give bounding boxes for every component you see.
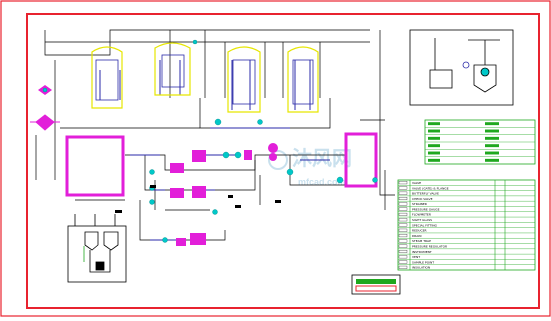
pump-3b	[176, 238, 186, 246]
notes-table-symbol	[398, 223, 408, 227]
notes-table-row: CHECK VALVE	[412, 197, 433, 201]
notes-table-symbol	[398, 228, 408, 232]
storage-tank-left	[65, 135, 125, 197]
vessel-1	[91, 46, 123, 109]
notes-table-row: SPECIAL FITTING	[412, 223, 438, 227]
vessel-2	[154, 42, 191, 96]
notes-table-row: INSTRUMENT	[412, 250, 432, 254]
notes-table-row: SIGHT GLASS	[412, 218, 432, 222]
vessel-4	[287, 46, 319, 113]
notes-table-row: PRESSURE REGULATOR	[412, 245, 447, 249]
legend-swatch-right	[485, 129, 499, 133]
notes-table-row: FLOWMETER	[412, 213, 431, 217]
legend-block	[424, 119, 536, 165]
cross-filter	[30, 114, 60, 131]
magenta-equipment	[30, 85, 378, 246]
notes-table-row: STEAM TRAP	[412, 239, 431, 243]
notes-table-row: SAMPLE POINT	[412, 260, 434, 264]
notes-table-row: INSULATION	[412, 266, 430, 270]
notes-table-symbol	[398, 197, 408, 201]
notes-table-row: VALVE (GATE) & FLANGE	[412, 186, 449, 190]
inner-border	[26, 13, 540, 309]
notes-table-row: DRAIN	[412, 234, 421, 238]
legend-swatch-right	[485, 136, 499, 140]
notes-table-symbol	[398, 207, 408, 211]
storage-tank-right	[344, 132, 378, 188]
notes-table-symbol	[398, 260, 408, 264]
vessel-3	[227, 46, 261, 113]
watermark-text: 沐风网	[292, 147, 352, 170]
notes-table-symbol	[398, 234, 408, 238]
notes-table-symbol	[398, 239, 408, 243]
legend-swatch-right	[485, 158, 499, 162]
notes-table-row: VENT	[412, 255, 420, 259]
pump-1b	[192, 150, 206, 162]
pump-3	[190, 233, 206, 245]
notes-table-row: VALVE	[412, 181, 421, 185]
legend-swatch-right	[485, 122, 499, 126]
pump-1a	[170, 163, 184, 173]
notes-table-symbol	[398, 186, 408, 190]
legend-swatch	[428, 136, 440, 140]
process-lines	[35, 29, 395, 241]
legend-swatch	[428, 122, 440, 126]
notes-table-symbol	[398, 212, 408, 216]
notes-table-row: BUTTERFLY VALVE	[412, 192, 439, 196]
notes-table-symbol	[398, 202, 408, 206]
notes-table-symbol	[398, 191, 408, 195]
notes-table-symbol	[398, 249, 408, 253]
valves	[42, 39, 378, 243]
notes-table-symbol	[398, 265, 408, 269]
filter-1	[268, 143, 278, 153]
title-block	[351, 274, 401, 295]
vessels	[91, 42, 319, 113]
bottom-left-skid	[67, 214, 127, 283]
legend-swatch-right	[485, 144, 499, 148]
legend-swatch	[428, 151, 440, 155]
notes-table-row: STRAINER	[412, 202, 427, 206]
top-header-line	[44, 29, 370, 56]
watermark: 沐风网 mfcad.com	[268, 147, 352, 187]
strainer-1	[244, 150, 252, 160]
notes-table-row: REDUCER	[412, 229, 427, 233]
notes-table-symbol	[398, 255, 408, 259]
notes-table-symbol	[398, 181, 408, 185]
top-right-detail	[409, 29, 514, 106]
watermark-logo	[268, 150, 288, 170]
legend-swatch	[428, 158, 440, 162]
pump-2b	[192, 186, 206, 198]
filter-2	[269, 153, 277, 161]
tag-markers	[115, 185, 281, 213]
notes-table-symbol	[398, 218, 408, 222]
notes-table-row: PRESSURE GAUGE	[412, 207, 440, 211]
pump-2a	[170, 188, 184, 198]
notes-table-symbol	[398, 244, 408, 248]
watermark-subtext: mfcad.com	[298, 177, 346, 187]
legend-swatch	[428, 144, 440, 148]
legend-swatch	[428, 129, 440, 133]
legend-swatch-right	[485, 151, 499, 155]
